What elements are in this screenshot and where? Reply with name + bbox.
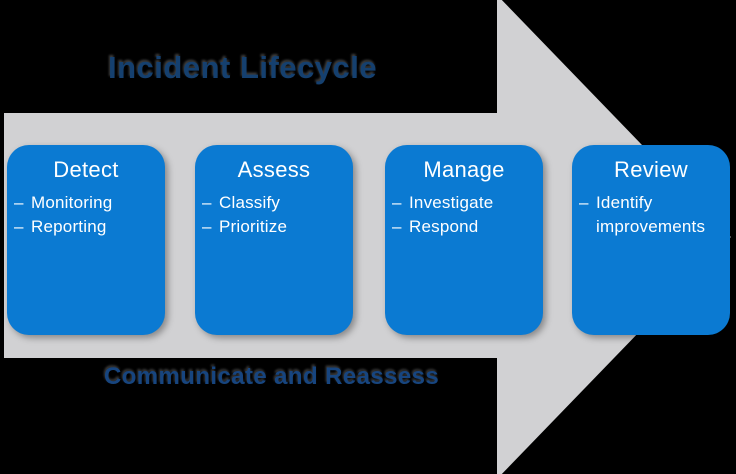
stage-item-list: – Monitoring – Reporting xyxy=(7,191,165,239)
dash-bullet: – xyxy=(202,193,212,212)
list-item-label: Investigate xyxy=(409,193,494,212)
stage-box-review: Review – Identify improvements xyxy=(572,145,730,335)
dash-bullet: – xyxy=(202,217,212,236)
list-item-label: Monitoring xyxy=(31,193,113,212)
dash-bullet: – xyxy=(392,193,402,212)
dash-bullet: – xyxy=(14,217,24,236)
stage-title: Assess xyxy=(237,157,311,182)
stage-title: Manage xyxy=(423,157,505,182)
stage-box-manage: Manage – Investigate – Respond xyxy=(385,145,543,335)
list-item: – Investigate xyxy=(392,191,538,215)
list-item: – Respond xyxy=(392,215,538,239)
list-item: – Monitoring xyxy=(14,191,160,215)
stage-item-list: – Investigate – Respond xyxy=(385,191,543,239)
list-item-label: Identify improvements xyxy=(596,193,706,236)
page-title: Incident Lifecycle xyxy=(108,50,378,85)
list-item: – Identify improvements xyxy=(579,191,725,239)
dash-bullet: – xyxy=(392,217,402,236)
list-item: – Reporting xyxy=(14,215,160,239)
stage-box-detect: Detect – Monitoring – Reporting xyxy=(7,145,165,335)
dash-bullet: – xyxy=(579,193,589,212)
list-item: – Classify xyxy=(202,191,348,215)
list-item-label: Reporting xyxy=(31,217,107,236)
stage-box-assess: Assess – Classify – Prioritize xyxy=(195,145,353,335)
list-item-label: Prioritize xyxy=(219,217,288,236)
dash-bullet: – xyxy=(14,193,24,212)
stage-title: Detect xyxy=(53,157,119,182)
list-item-label: Classify xyxy=(219,193,281,212)
footer-label: Communicate and Reassess xyxy=(104,363,440,390)
stage-item-list: – Classify – Prioritize xyxy=(195,191,353,239)
list-item-label: Respond xyxy=(409,217,479,236)
stage-item-list: – Identify improvements xyxy=(572,191,730,239)
list-item: – Prioritize xyxy=(202,215,348,239)
stage-title: Review xyxy=(614,157,688,182)
